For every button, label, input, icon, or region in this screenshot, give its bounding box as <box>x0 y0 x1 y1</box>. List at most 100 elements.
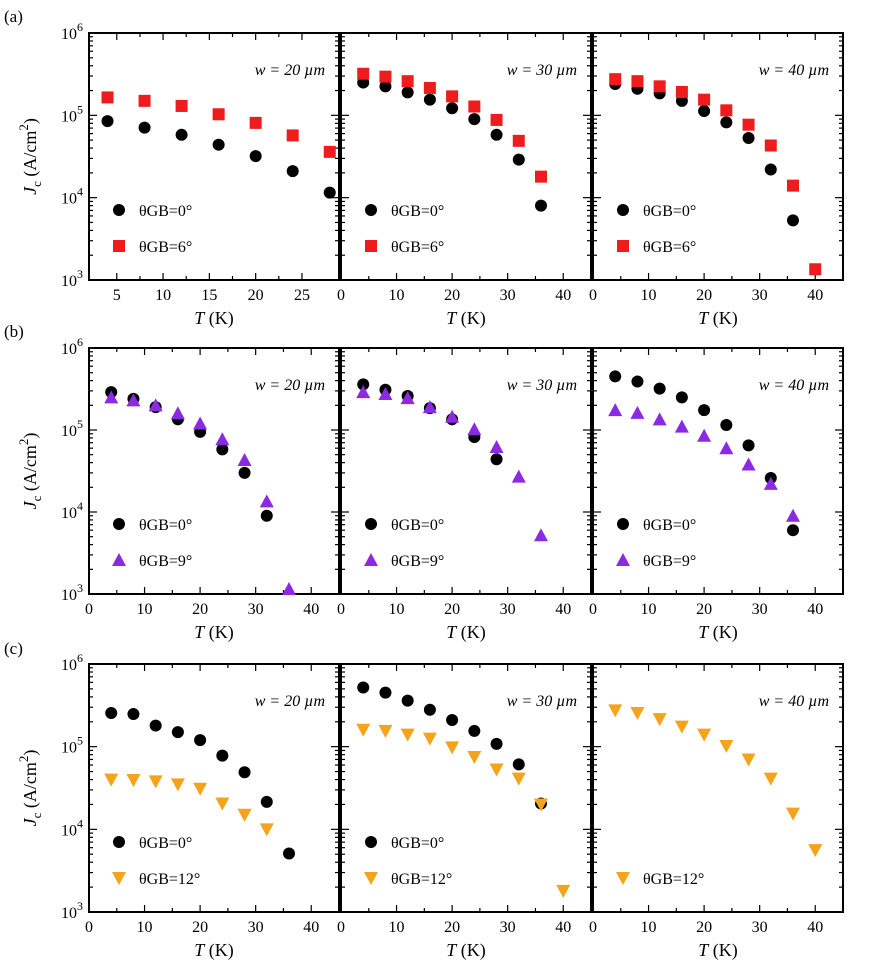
panel-width-label: w = 40 µm <box>759 62 829 79</box>
data-point <box>101 91 114 104</box>
x-axis-title: T (K) <box>446 940 486 961</box>
x-tick-label: 20 <box>192 601 208 618</box>
x-axis-unit: (K) <box>456 622 486 643</box>
data-point <box>534 798 548 812</box>
legend-marker <box>113 204 125 216</box>
legend-marker <box>364 872 378 885</box>
legend-label: θGB=12° <box>643 871 704 888</box>
data-point <box>215 797 230 811</box>
data-point <box>127 708 140 721</box>
legend-marker <box>365 240 377 252</box>
legend-marker <box>616 553 630 566</box>
y-axis-subscript: c <box>29 812 44 818</box>
legend-marker <box>112 872 126 885</box>
x-tick-label: 20 <box>192 919 208 936</box>
data-point <box>787 214 799 227</box>
y-axis-unit: (A/cm <box>20 762 41 812</box>
y-tick-label: 103 <box>61 267 83 290</box>
data-point <box>630 405 645 419</box>
y-tick-exponent: 6 <box>77 335 83 349</box>
y-tick-exponent: 4 <box>77 185 83 199</box>
data-point <box>787 524 799 537</box>
legend-marker <box>112 553 126 566</box>
row-label-2: (c) <box>4 639 23 658</box>
x-axis-symbol: T <box>698 622 710 642</box>
legend-marker <box>113 240 125 252</box>
data-point <box>534 528 548 542</box>
data-point <box>763 476 778 490</box>
data-point <box>631 75 644 88</box>
x-tick-label: 10 <box>155 287 171 304</box>
y-tick-label: 105 <box>61 734 83 757</box>
data-point <box>323 186 336 199</box>
data-point <box>698 93 711 106</box>
y-axis-title: Jc (A/cm2) <box>16 750 44 827</box>
data-point <box>104 773 119 787</box>
data-point <box>608 704 623 718</box>
data-point <box>742 118 755 131</box>
legend-label: θGB=6° <box>391 239 444 256</box>
x-tick-label: 10 <box>137 919 153 936</box>
data-point <box>446 102 459 115</box>
data-point <box>260 795 273 808</box>
legend-marker <box>113 518 125 530</box>
x-axis-symbol: T <box>698 308 710 328</box>
y-axis-superscript: 2 <box>16 124 31 131</box>
data-point <box>489 440 504 454</box>
x-tick-label: 40 <box>303 919 319 936</box>
x-tick-label: 30 <box>248 601 264 618</box>
data-point <box>631 375 644 388</box>
x-tick-label: 20 <box>444 601 460 618</box>
x-tick-label: 40 <box>807 287 823 304</box>
legend-label: θGB=0° <box>139 835 192 852</box>
data-point <box>608 403 623 417</box>
data-point <box>260 509 273 522</box>
data-point <box>237 453 252 467</box>
data-point <box>764 163 777 176</box>
data-point <box>148 398 163 412</box>
data-point <box>357 681 370 694</box>
data-point <box>446 90 459 103</box>
data-point <box>445 409 460 423</box>
data-point <box>697 728 712 742</box>
data-point <box>675 86 688 99</box>
legend-marker <box>113 836 125 848</box>
y-tick-label: 104 <box>61 499 83 522</box>
data-point <box>422 400 437 414</box>
x-tick-label: 10 <box>641 919 657 936</box>
legend-label: θGB=12° <box>391 871 452 888</box>
data-point <box>423 81 436 94</box>
data-point <box>490 453 503 466</box>
y-tick-exponent: 6 <box>77 20 83 34</box>
data-point <box>808 844 823 858</box>
plot-frame <box>340 347 592 595</box>
data-point <box>259 823 274 837</box>
x-tick-label: 20 <box>444 919 460 936</box>
data-point <box>556 884 571 898</box>
data-point <box>512 758 525 771</box>
data-point <box>467 422 482 436</box>
data-point <box>719 739 734 753</box>
data-point <box>512 134 525 147</box>
data-point <box>401 86 414 99</box>
data-point <box>259 494 274 508</box>
data-point <box>216 749 229 762</box>
x-tick-label: 40 <box>555 919 571 936</box>
data-point <box>149 719 162 732</box>
data-point <box>742 439 755 452</box>
data-point <box>511 772 526 786</box>
y-tick-label: 105 <box>61 102 83 125</box>
data-point <box>356 385 371 399</box>
data-point <box>535 170 547 183</box>
legend-label: θGB=9° <box>391 553 444 570</box>
x-tick-label: 5 <box>113 287 121 304</box>
x-tick-label: 0 <box>589 919 597 936</box>
data-point <box>194 734 207 747</box>
data-point <box>741 457 756 471</box>
data-point <box>171 726 184 739</box>
x-axis-symbol: T <box>194 308 206 328</box>
x-axis-unit: (K) <box>204 622 234 643</box>
y-tick-label: 104 <box>61 185 83 208</box>
data-point <box>675 391 688 404</box>
